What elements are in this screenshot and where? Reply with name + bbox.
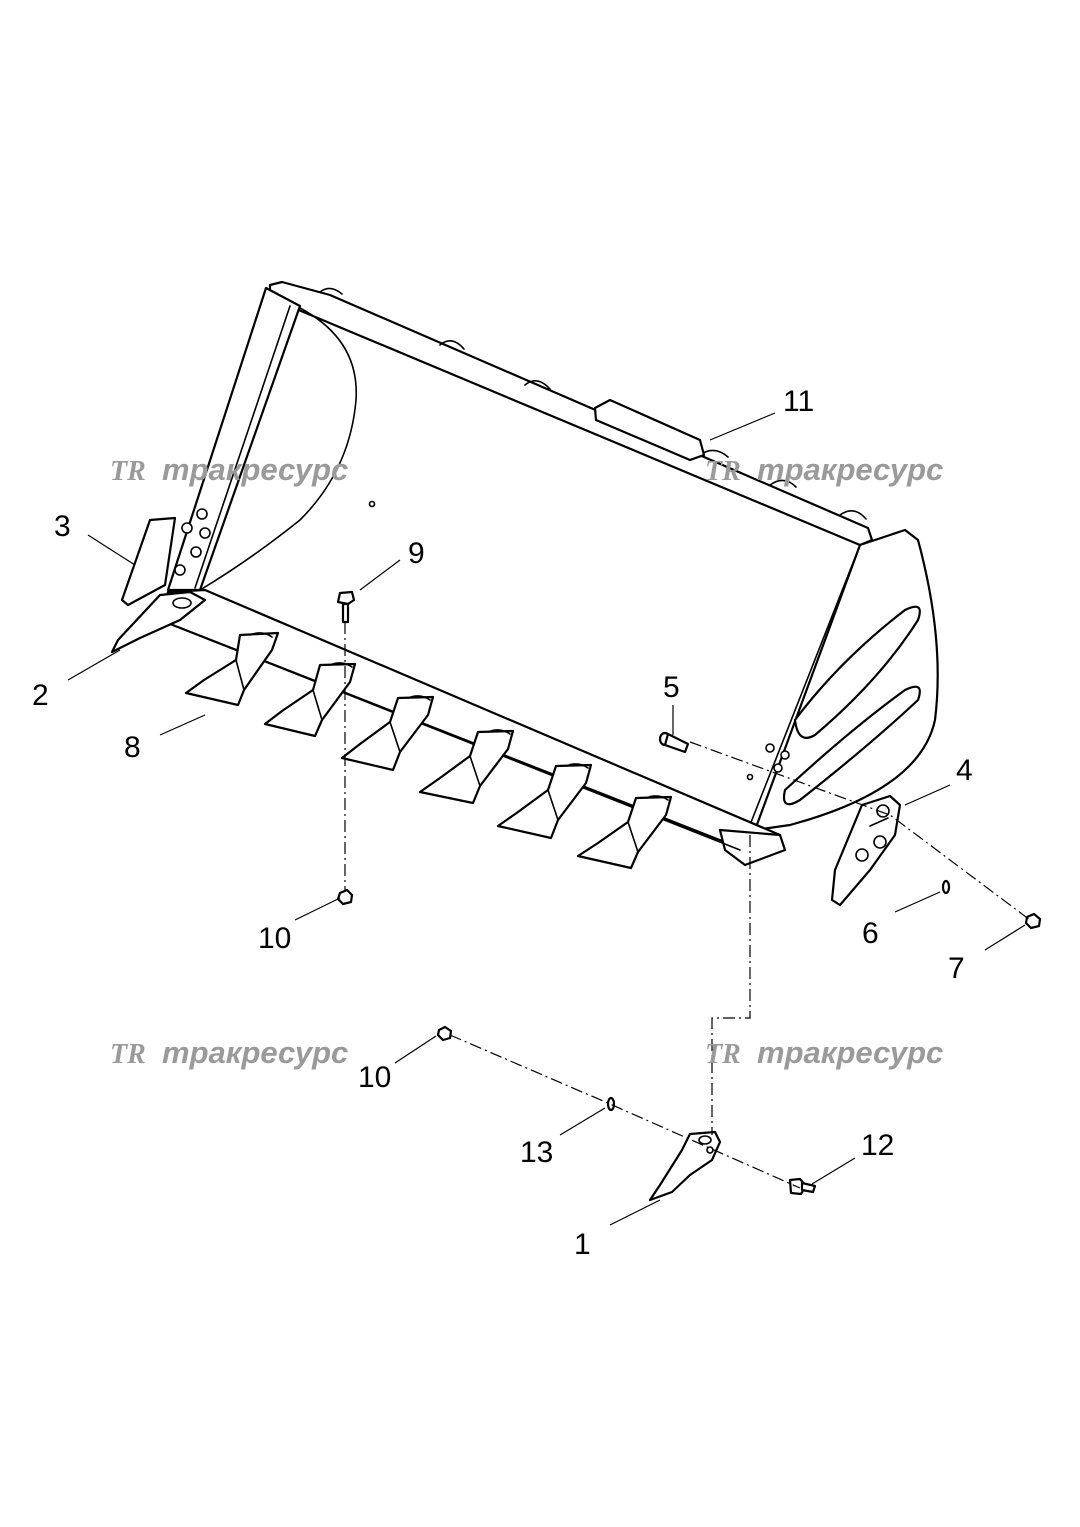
svg-text:тракресурс: тракресурс [757, 452, 943, 487]
part-10-nut-upper [336, 888, 354, 906]
bucket-body [158, 280, 939, 867]
callout-6: 6 [862, 917, 879, 950]
tooth-1 [184, 631, 280, 707]
part-7-nut [1024, 912, 1042, 930]
callout-labels: 3 2 8 9 5 4 6 7 10 11 10 13 12 1 [32, 385, 973, 1261]
callout-1: 1 [574, 1228, 591, 1261]
svg-text:тракресурс: тракресурс [162, 1035, 348, 1070]
callout-7: 7 [948, 952, 965, 985]
svg-text:TR: TR [110, 456, 146, 487]
svg-text:тракресурс: тракресурс [162, 452, 348, 487]
callout-4: 4 [956, 754, 973, 787]
tooth-5 [496, 763, 593, 840]
tooth-2 [263, 662, 357, 738]
teeth-row [184, 631, 673, 870]
callout-3: 3 [54, 510, 71, 543]
part-3-side-plate [120, 516, 177, 607]
tooth-3 [340, 695, 435, 772]
watermark-bottom-right: TR тракресурс [705, 1035, 943, 1070]
svg-text:тракресурс: тракресурс [757, 1035, 943, 1070]
callout-10-lower: 10 [358, 1061, 391, 1094]
leader-lines [67, 412, 1026, 1226]
watermark-top-right: TR тракресурс [705, 452, 943, 487]
svg-text:TR: TR [110, 1039, 146, 1070]
callout-11: 11 [783, 385, 814, 418]
part-9-bolt [336, 590, 356, 624]
part-1-corner-tooth [648, 1130, 722, 1202]
svg-text:TR: TR [705, 456, 741, 487]
callout-2: 2 [32, 679, 49, 712]
part-5-bolt [658, 731, 690, 754]
part-12-bolt [788, 1177, 817, 1196]
callout-8: 8 [124, 731, 141, 764]
part-6-washer [941, 879, 951, 895]
callout-12: 12 [861, 1129, 894, 1162]
watermark-bottom-left: TR тракресурс [110, 1035, 348, 1070]
tooth-4 [418, 729, 515, 805]
svg-text:TR: TR [705, 1039, 741, 1070]
assembly-lines [344, 622, 1031, 1189]
callout-5: 5 [663, 671, 680, 704]
part-4-side-plate [830, 794, 902, 907]
callout-13: 13 [520, 1136, 553, 1169]
callout-10-upper: 10 [258, 922, 291, 955]
part-10-nut-lower [436, 1025, 453, 1042]
tooth-6 [576, 795, 673, 870]
watermark-top-left: TR тракресурс [110, 452, 348, 487]
part-13-washer [606, 1096, 616, 1112]
callout-9: 9 [408, 537, 425, 570]
